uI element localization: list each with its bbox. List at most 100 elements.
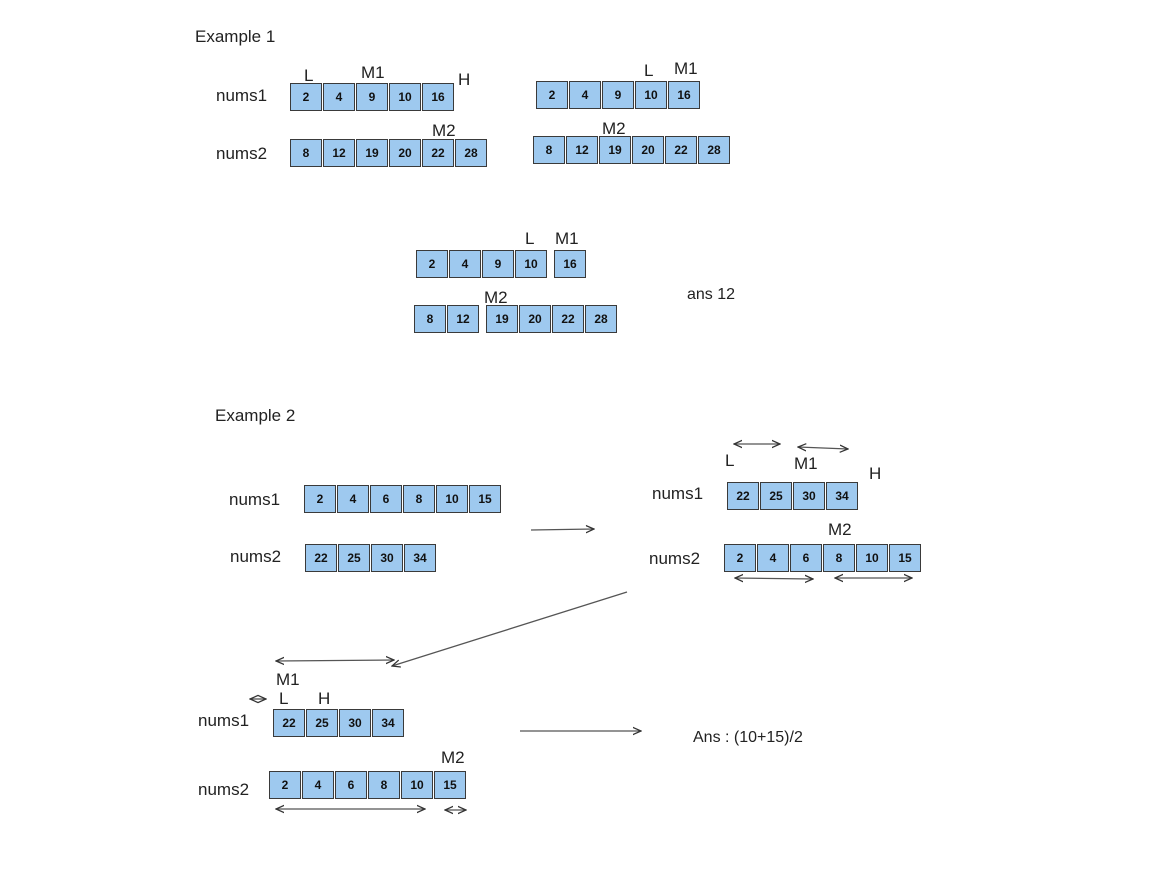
array-cell: 8 (533, 136, 565, 164)
pointer-h: H (318, 689, 331, 708)
array-cell: 22 (305, 544, 337, 572)
array-cell: 2 (724, 544, 756, 572)
array-nums1: 22 25 30 34 (727, 482, 858, 510)
array-nums2: 8 12 19 20 22 28 (533, 136, 730, 164)
array-cell: 22 (422, 139, 454, 167)
array-cell: 19 (599, 136, 631, 164)
array-cell: 22 (665, 136, 697, 164)
array-cell: 28 (585, 305, 617, 333)
array-nums2: 2 4 6 8 10 15 (269, 771, 466, 799)
array-cell: 22 (273, 709, 305, 737)
array-cell: 4 (569, 81, 601, 109)
array-cell: 25 (760, 482, 792, 510)
array-cell: 9 (602, 81, 634, 109)
array-cell: 28 (698, 136, 730, 164)
array-cell: 8 (290, 139, 322, 167)
array-cell: 9 (356, 83, 388, 111)
pointer-l: L (644, 61, 654, 80)
array-cell: 20 (519, 305, 551, 333)
pointer-h: H (869, 464, 882, 483)
example-2-answer: Ans : (10+15)/2 (693, 729, 803, 746)
ex1-s1-nums2-label: nums2 (216, 144, 268, 163)
pointer-l: L (279, 689, 289, 708)
array-cell: 30 (793, 482, 825, 510)
array-cell: 2 (416, 250, 448, 278)
array-cell: 2 (269, 771, 301, 799)
array-cell: 30 (339, 709, 371, 737)
array-nums1: 2 4 9 10 16 (290, 83, 454, 111)
array-cell: 6 (370, 485, 402, 513)
array-cell: 12 (323, 139, 355, 167)
array-cell: 8 (414, 305, 446, 333)
array-cell: 6 (790, 544, 822, 572)
pointer-l: L (525, 229, 535, 248)
array-cell: 10 (436, 485, 468, 513)
ex2-s2-nums1-label: nums1 (652, 484, 704, 503)
pointer-m1: M1 (276, 670, 300, 689)
example-2-title: Example 2 (215, 406, 296, 425)
array-cell: 25 (338, 544, 370, 572)
range-arrow (798, 447, 848, 449)
array-cell: 16 (554, 250, 586, 278)
pointer-l: L (304, 66, 314, 85)
array-cell: 30 (371, 544, 403, 572)
array-cell: 20 (632, 136, 664, 164)
array-cell: 34 (372, 709, 404, 737)
pointer-m2: M2 (441, 748, 465, 767)
array-cell: 12 (566, 136, 598, 164)
array-cell: 2 (536, 81, 568, 109)
array-cell: 15 (469, 485, 501, 513)
pointer-m2: M2 (432, 121, 456, 140)
ex2-s3-nums1-label: nums1 (198, 711, 250, 730)
array-cell: 10 (401, 771, 433, 799)
ex2-s3-nums2-label: nums2 (198, 780, 250, 799)
array-nums1: 2 4 9 10 16 (536, 81, 700, 109)
pointer-m1: M1 (794, 454, 818, 473)
pointer-m2: M2 (828, 520, 852, 539)
array-cell: 20 (389, 139, 421, 167)
example-1-title: Example 1 (195, 27, 276, 46)
pointer-m1: M1 (361, 63, 385, 82)
array-cell: 4 (337, 485, 369, 513)
array-cell: 4 (757, 544, 789, 572)
pointer-m1: M1 (674, 59, 698, 78)
array-cell: 22 (727, 482, 759, 510)
range-arrow (276, 660, 394, 661)
ex2-s1-nums2-label: nums2 (230, 547, 282, 566)
array-cell: 2 (304, 485, 336, 513)
array-cell: 25 (306, 709, 338, 737)
array-cell: 16 (668, 81, 700, 109)
range-arrow (735, 578, 813, 579)
array-cell: 8 (823, 544, 855, 572)
array-cell: 34 (826, 482, 858, 510)
ex2-s1-nums1-label: nums1 (229, 490, 281, 509)
array-nums1: 22 25 30 34 (273, 709, 404, 737)
pointer-m2: M2 (602, 119, 626, 138)
array-cell: 10 (515, 250, 547, 278)
array-cell: 9 (482, 250, 514, 278)
array-cell: 34 (404, 544, 436, 572)
array-cell: 8 (368, 771, 400, 799)
array-cell: 28 (455, 139, 487, 167)
array-nums2: 22 25 30 34 (305, 544, 436, 572)
array-cell: 10 (635, 81, 667, 109)
array-cell: 22 (552, 305, 584, 333)
array-nums2: 8 12 19 20 22 28 (414, 305, 617, 333)
array-nums1: 2 4 6 8 10 15 (304, 485, 501, 513)
array-cell: 10 (389, 83, 421, 111)
ex2-s2-nums2-label: nums2 (649, 549, 701, 568)
array-cell: 6 (335, 771, 367, 799)
array-cell: 19 (356, 139, 388, 167)
flow-arrow (530, 529, 594, 530)
array-cell: 15 (889, 544, 921, 572)
array-cell: 16 (422, 83, 454, 111)
pointer-h: H (458, 70, 471, 89)
array-cell: 15 (434, 771, 466, 799)
array-cell: 10 (856, 544, 888, 572)
array-nums2: 8 12 19 20 22 28 (290, 139, 487, 167)
array-cell: 4 (302, 771, 334, 799)
array-cell: 4 (449, 250, 481, 278)
ex1-s1-nums1-label: nums1 (216, 86, 268, 105)
